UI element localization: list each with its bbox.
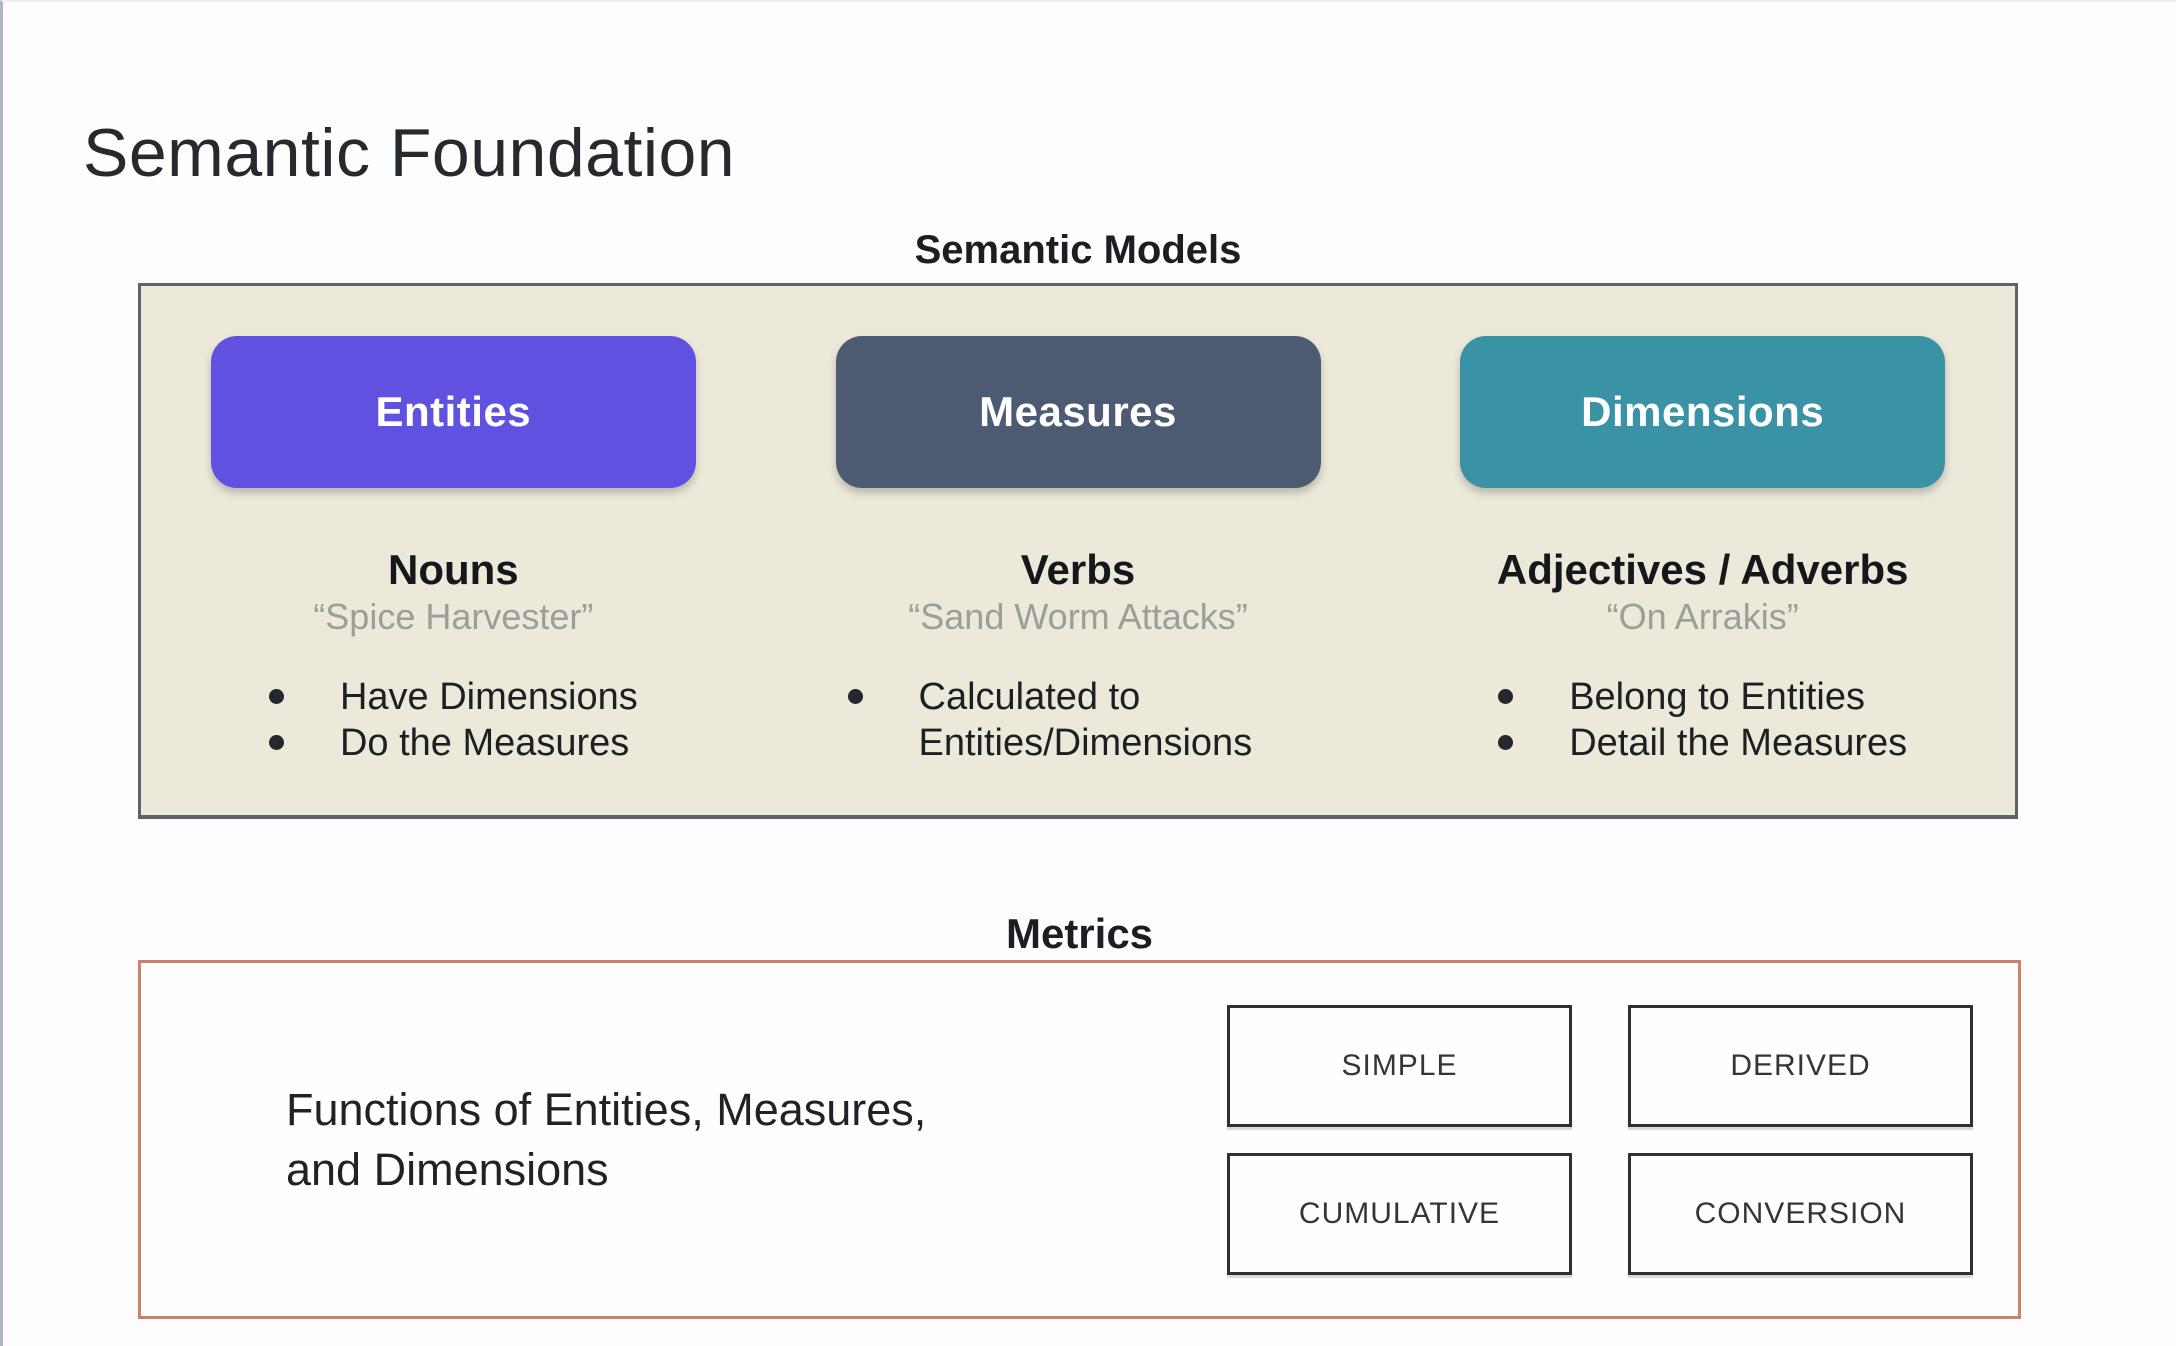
metric-type-conversion: CONVERSION xyxy=(1628,1152,1973,1275)
bullet-item: Calculated to Entities/Dimensions xyxy=(847,674,1309,767)
bullet-text: Calculated to Entities/Dimensions xyxy=(918,676,1253,765)
bullet-item: Do the Measures xyxy=(268,720,638,766)
slide-title: Semantic Foundation xyxy=(83,114,736,191)
model-column-entities: Entities Nouns “Spice Harvester” Have Di… xyxy=(141,286,766,815)
bullet-dot xyxy=(1498,735,1514,751)
model-column-dimensions: Dimensions Adjectives / Adverbs “On Arra… xyxy=(1390,286,2015,815)
model-column-measures: Measures Verbs “Sand Worm Attacks” Calcu… xyxy=(766,286,1391,815)
metric-type-cumulative: CUMULATIVE xyxy=(1227,1152,1572,1275)
dimensions-example-label: “On Arrakis” xyxy=(1606,596,1799,638)
metrics-description: Functions of Entities, Measures, and Dim… xyxy=(286,1083,927,1195)
semantic-models-heading: Semantic Models xyxy=(914,228,1242,272)
bullet-text: Detail the Measures xyxy=(1569,722,1908,765)
bullet-text: Have Dimensions xyxy=(339,676,638,719)
metric-type-derived: DERIVED xyxy=(1628,1004,1973,1127)
dimensions-box: Dimensions xyxy=(1460,336,1946,488)
bullet-text: Do the Measures xyxy=(339,722,630,765)
dimensions-role-label: Adjectives / Adverbs xyxy=(1496,546,1909,593)
metric-type-simple: SIMPLE xyxy=(1227,1004,1572,1127)
measures-role-label: Verbs xyxy=(1020,546,1136,593)
semantic-models-panel: Entities Nouns “Spice Harvester” Have Di… xyxy=(138,283,2018,819)
measures-example-label: “Sand Worm Attacks” xyxy=(908,596,1248,638)
bullet-dot xyxy=(1498,689,1514,705)
measures-box: Measures xyxy=(835,336,1321,488)
dimensions-bullet-list: Belong to Entities Detail the Measures xyxy=(1498,674,1907,767)
bullet-dot xyxy=(268,689,284,705)
bullet-text: Belong to Entities xyxy=(1569,676,1865,719)
entities-example-label: “Spice Harvester” xyxy=(313,596,594,638)
bullet-dot xyxy=(268,735,284,751)
metrics-heading: Metrics xyxy=(1005,910,1154,957)
entities-role-label: Nouns xyxy=(388,546,519,593)
entities-bullet-list: Have Dimensions Do the Measures xyxy=(268,674,638,767)
measures-bullet-list: Calculated to Entities/Dimensions xyxy=(847,674,1309,767)
metrics-panel: Functions of Entities, Measures, and Dim… xyxy=(138,960,2021,1319)
metric-types-grid: SIMPLE DERIVED CUMULATIVE CONVERSION xyxy=(1227,1004,1973,1275)
bullet-dot xyxy=(847,689,863,705)
entities-box: Entities xyxy=(210,336,696,488)
bullet-item: Have Dimensions xyxy=(268,674,638,720)
bullet-item: Detail the Measures xyxy=(1498,720,1907,766)
bullet-item: Belong to Entities xyxy=(1498,674,1907,720)
